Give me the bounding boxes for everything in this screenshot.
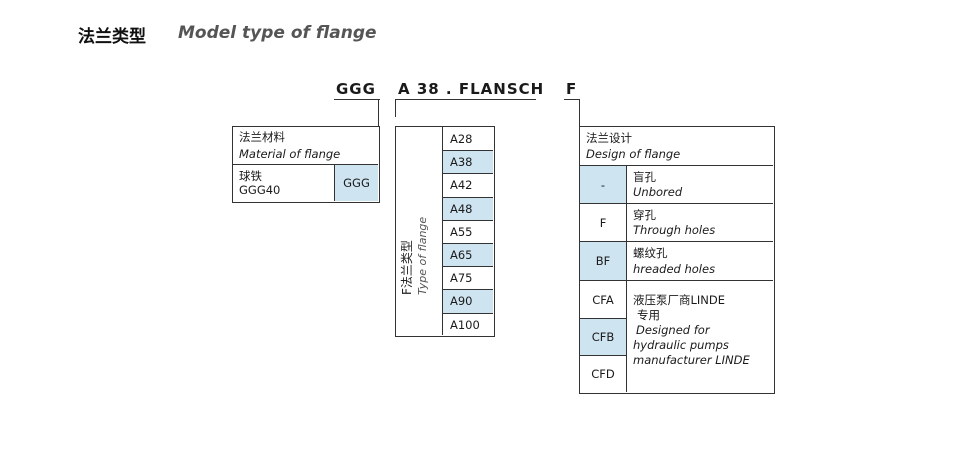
design-cn-threaded: 螺纹孔	[633, 246, 668, 260]
type-item: A65	[443, 243, 493, 267]
divider	[233, 164, 378, 165]
type-item: A28	[450, 131, 473, 146]
type-item: A55	[443, 219, 493, 243]
design-cn-through: 穿孔	[633, 208, 656, 222]
linde-en-line2: hydraulic pumps	[633, 338, 729, 352]
design-cn-unbored: 盲孔	[633, 170, 656, 184]
code-underline-type	[395, 99, 536, 100]
design-title-en: Design of flange	[586, 147, 681, 161]
linde-en-line3: manufacturer LINDE	[633, 353, 750, 367]
design-code-cfa: CFA	[592, 292, 614, 307]
type-item: A38	[443, 150, 493, 174]
connector-type-left	[395, 99, 396, 117]
page-title-en: Model type of flange	[178, 23, 377, 43]
material-row-value: GGG	[334, 165, 378, 201]
material-row-code: GGG40	[239, 183, 281, 197]
connector-material	[378, 99, 379, 127]
design-code-through: F	[599, 215, 607, 230]
linde-en-line1: Designed for	[636, 323, 710, 337]
design-en-unbored: Unbored	[633, 185, 683, 199]
page-title-cn: 法兰类型	[78, 27, 146, 47]
design-code-threaded: BF	[580, 242, 626, 280]
design-en-through: Through holes	[633, 223, 716, 237]
divider	[580, 280, 773, 281]
design-code-unbored: -	[580, 166, 626, 203]
type-vertical-label: F法兰类型 Type of flange	[400, 95, 442, 295]
type-label-cn: F法兰类型	[400, 240, 414, 295]
code-underline-material	[334, 99, 380, 100]
linde-cn-line1: 液压泵厂商LINDE	[633, 293, 726, 307]
design-code-cfb: CFB	[580, 318, 626, 356]
type-item: A90	[443, 289, 493, 313]
type-item: A100	[443, 312, 493, 336]
divider	[580, 203, 773, 204]
design-title-cn: 法兰设计	[586, 131, 632, 145]
design-box: 法兰设计 Design of flange - 盲孔 Unbored F 穿孔 …	[579, 126, 775, 394]
code-underline-design	[564, 99, 579, 100]
material-box: 法兰材料 Material of flange 球铁 GGG40 GGG	[232, 126, 380, 203]
material-title-cn: 法兰材料	[239, 130, 285, 144]
type-item: A48	[443, 196, 493, 220]
type-item: A42	[443, 173, 493, 196]
design-en-threaded: hreaded holes	[633, 262, 716, 276]
divider	[580, 241, 773, 242]
linde-cn-line2: 专用	[637, 308, 660, 322]
code-part-type: A 38 . FLANSCH	[398, 80, 545, 98]
type-label-en: Type of flange	[416, 216, 429, 295]
design-code-cfd: CFD	[591, 367, 615, 381]
type-item: A75	[443, 266, 493, 289]
material-row-label-cn: 球铁	[239, 169, 262, 183]
connector-design	[579, 99, 580, 127]
material-title-en: Material of flange	[239, 147, 341, 161]
divider	[580, 165, 773, 166]
divider	[442, 127, 443, 335]
code-part-material: GGG	[336, 80, 376, 98]
code-part-design: F	[566, 80, 578, 98]
divider	[626, 165, 627, 392]
